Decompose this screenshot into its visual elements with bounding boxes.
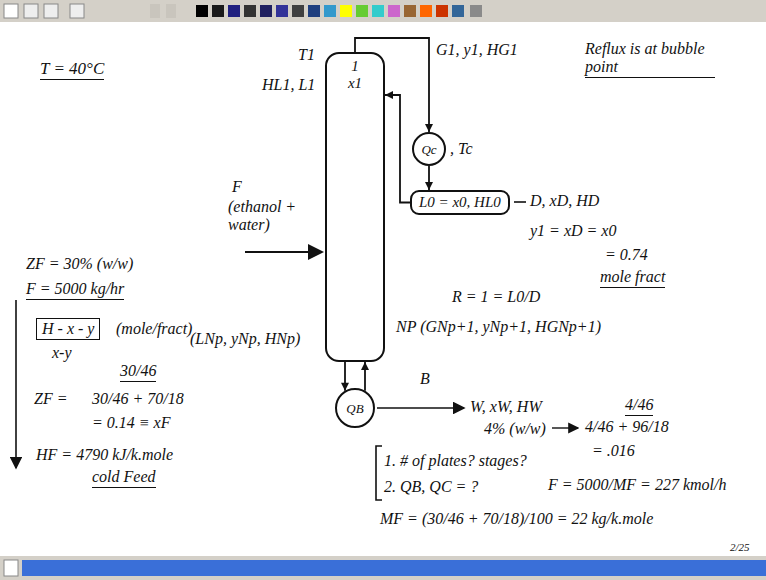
handwritten-note: 1. # of plates? stages? [384,452,527,470]
stream-line [361,362,369,391]
handwritten-note: F = 5000/MF = 227 kmol/h [548,476,726,494]
handwritten-note: 30/46 [120,362,156,382]
stream-line [385,91,410,203]
handwritten-note: 4/46 + 96/18 [585,418,669,436]
handwritten-note: (LNp, yNp, HNp) [190,330,300,348]
node-text: Qc [421,141,436,158]
handwritten-note: 2. QB, QC = ? [384,478,478,496]
handwritten-note: F [232,178,242,196]
handwritten-note: B [420,370,430,388]
handwritten-note: D, xD, HD [530,192,599,210]
handwritten-note: mole fract [600,268,665,288]
handwritten-note: MF = (30/46 + 70/18)/100 = 22 kg/k.mole [380,510,653,528]
handwritten-note: 2/25 [730,538,750,556]
handwritten-note: F = 5000 kg/hr [26,280,124,300]
handwritten-note: ZF = 30% (w/w) [26,255,133,273]
handwritten-note: 4% (w/w) [484,420,546,438]
derivation-arrow [15,300,17,468]
leader-arrow [552,427,578,428]
condenser: Qc [412,132,446,166]
reboiler: QB [335,388,375,428]
handwritten-note: (ethanol + water) [228,198,320,234]
handwritten-note: = 0.14 ≡ xF [92,414,170,432]
handwritten-note: x-y [52,344,72,362]
stream-line [425,166,433,190]
stream-line [341,362,349,391]
bracket [376,446,382,500]
handwritten-note: W, xW, HW [470,398,542,416]
bottoms-line [377,407,464,409]
handwritten-note: 4/46 [625,396,653,416]
handwritten-note: ZF = [34,390,67,408]
node-text: QB [346,400,363,417]
handwritten-note: 30/46 + 70/18 [92,390,184,408]
arrowhead [425,124,433,132]
handwritten-note: HF = 4790 kJ/k.mole [36,446,173,464]
handwritten-note: Reflux is at bubble point [585,40,715,78]
handwritten-note: H - x - y [36,318,100,340]
handwritten-note: , Tc [450,140,473,158]
handwritten-note: NP (GNp+1, yNp+1, HGNp+1) [396,318,601,336]
node-text: x1 [348,75,362,92]
distillation-column: 1x1 [325,52,385,362]
node-text: L0 = x0, HL0 [419,194,501,211]
toolbar [0,0,766,22]
handwritten-note: = 0.74 [605,246,648,264]
arrowhead [425,182,433,190]
handwritten-note: HL1, L1 [262,76,315,94]
arrowhead [361,362,369,370]
color-palette [196,5,482,17]
handwritten-note: cold Feed [92,468,156,488]
status-bar [0,556,766,580]
handwritten-note: y1 = xD = x0 [530,222,616,240]
handwritten-note: R = 1 = L0/D [452,288,540,306]
handwritten-note: (mole/fract) [116,320,192,338]
node-text: 1 [351,58,359,75]
stream-label: G1, y1, HG1 [436,41,518,59]
arrowhead [385,91,393,99]
feed-arrow [245,251,322,253]
handwritten-note: T1 [298,46,315,64]
stream-path [385,95,410,203]
handwritten-note: T = 40°C [40,60,104,80]
distillate-line [514,201,526,203]
handwritten-note: = .016 [592,442,635,460]
reflux-drum: L0 = x0, HL0 [410,190,510,215]
